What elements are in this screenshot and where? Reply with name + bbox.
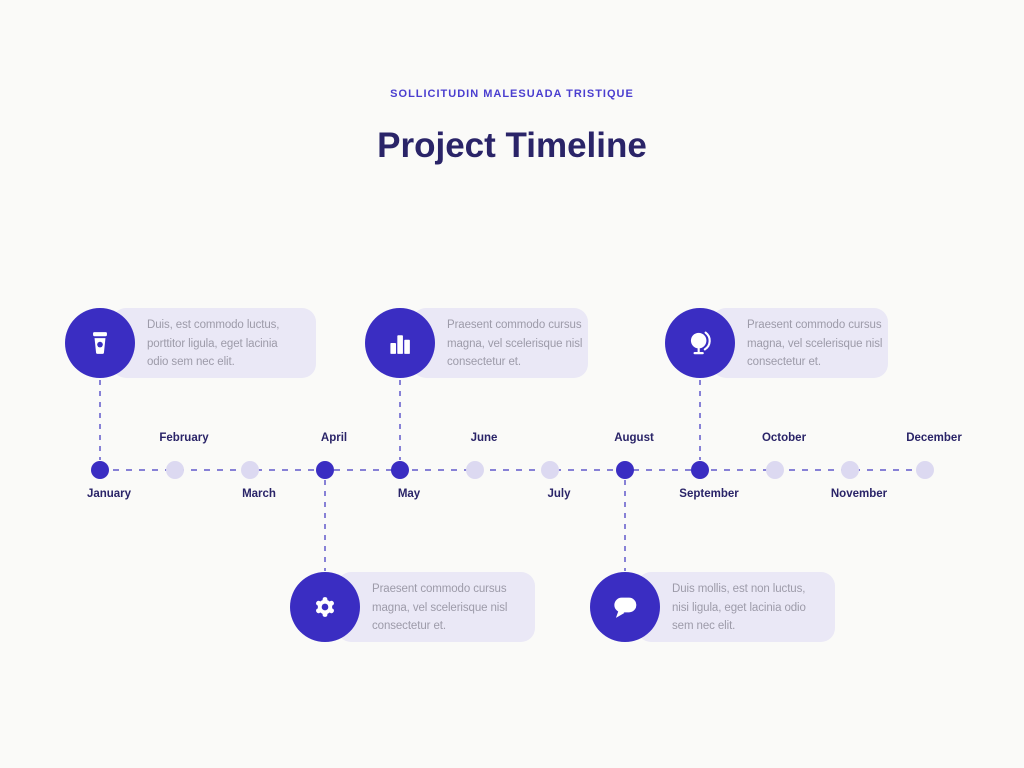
timeline-dot-november bbox=[841, 461, 859, 479]
timeline-dot-october bbox=[766, 461, 784, 479]
timeline-dot-august bbox=[616, 461, 634, 479]
timeline-dot-february bbox=[166, 461, 184, 479]
month-label-december: December bbox=[906, 432, 962, 444]
timeline-dot-may bbox=[391, 461, 409, 479]
event-text-line: odio sem nec elit. bbox=[147, 356, 235, 368]
page-title: Project Timeline bbox=[377, 126, 647, 165]
timeline-axis bbox=[100, 469, 925, 471]
event-text-line: sem nec elit. bbox=[672, 620, 736, 632]
event-text-line: porttitor ligula, eget lacinia bbox=[147, 337, 278, 350]
event-text-line: Duis mollis, est non luctus, bbox=[672, 583, 806, 595]
connector-may bbox=[399, 380, 401, 460]
timeline-dot-june bbox=[466, 461, 484, 479]
month-label-november: November bbox=[830, 488, 888, 500]
connector-september bbox=[699, 380, 701, 460]
connector-january bbox=[99, 380, 101, 460]
event-text-line: Praesent commodo cursus bbox=[747, 319, 882, 331]
timeline-dot-december bbox=[916, 461, 934, 479]
slide-eyebrow: SOLLICITUDIN MALESUADA TRISTIQUE bbox=[390, 88, 634, 100]
month-label-july: July bbox=[547, 488, 571, 500]
timeline-dot-march bbox=[241, 461, 259, 479]
connector-august bbox=[624, 480, 626, 571]
timeline-dot-january bbox=[91, 461, 109, 479]
speech-bubble-icon bbox=[609, 591, 641, 623]
coffee-cup-icon bbox=[84, 327, 116, 359]
event-card-january: Duis, est commodo luctus, porttitor ligu… bbox=[112, 308, 316, 378]
month-label-march: March bbox=[242, 488, 276, 500]
event-icon-circle-april bbox=[290, 572, 360, 642]
event-text-line: Praesent commodo cursus bbox=[447, 319, 582, 331]
connector-april bbox=[324, 480, 326, 571]
gear-icon bbox=[309, 591, 341, 623]
event-card-september: Praesent commodo cursus magna, vel scele… bbox=[712, 308, 888, 378]
event-icon-circle-september bbox=[665, 308, 735, 378]
event-text-line: Duis, est commodo luctus, bbox=[147, 319, 280, 331]
timeline-dot-july bbox=[541, 461, 559, 479]
event-text-line: magna, vel scelerisque nisl bbox=[747, 337, 883, 350]
bar-chart-icon bbox=[384, 327, 416, 359]
event-text-line: Praesent commodo cursus bbox=[372, 583, 507, 595]
timeline-dot-september bbox=[691, 461, 709, 479]
month-label-october: October bbox=[761, 432, 807, 444]
globe-icon bbox=[684, 327, 716, 359]
month-label-may: May bbox=[397, 488, 421, 500]
event-text-line: magna, vel scelerisque nisl bbox=[372, 601, 508, 614]
event-card-april: Praesent commodo cursus magna, vel scele… bbox=[337, 572, 535, 642]
event-text-line: consectetur et. bbox=[747, 356, 821, 368]
event-icon-circle-may bbox=[365, 308, 435, 378]
timeline-dot-april bbox=[316, 461, 334, 479]
event-text-line: consectetur et. bbox=[372, 620, 446, 632]
month-label-january: January bbox=[86, 488, 132, 500]
event-text-line: nisi ligula, eget lacinia odio bbox=[672, 601, 806, 614]
event-card-may: Praesent commodo cursus magna, vel scele… bbox=[412, 308, 588, 378]
month-label-april: April bbox=[320, 432, 348, 444]
month-label-february: February bbox=[159, 432, 209, 444]
event-card-august: Duis mollis, est non luctus, nisi ligula… bbox=[637, 572, 835, 642]
month-label-june: June bbox=[470, 432, 498, 444]
event-icon-circle-august bbox=[590, 572, 660, 642]
month-label-august: August bbox=[614, 432, 654, 444]
event-text-line: magna, vel scelerisque nisl bbox=[447, 337, 583, 350]
event-icon-circle-january bbox=[65, 308, 135, 378]
month-label-september: September bbox=[679, 488, 739, 500]
event-text-line: consectetur et. bbox=[447, 356, 521, 368]
